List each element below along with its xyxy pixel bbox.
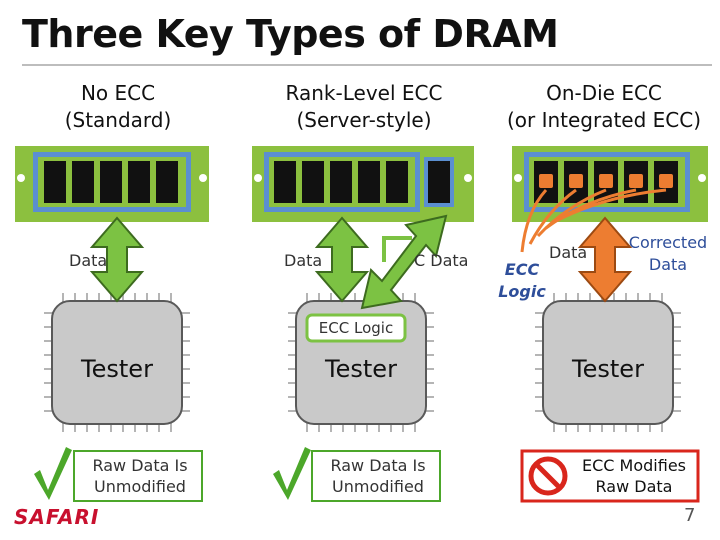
dram-chip xyxy=(302,161,324,203)
label-line: Logic xyxy=(498,282,546,301)
label-line: Corrected xyxy=(628,233,708,252)
data-label: Data xyxy=(69,251,108,270)
column-heading-on-die-ecc: On-Die ECC (or Integrated ECC) xyxy=(507,80,701,134)
tester-label: Tester xyxy=(81,355,153,383)
dram-chip xyxy=(100,161,122,203)
column-heading-no-ecc: No ECC (Standard) xyxy=(65,80,172,134)
dram-chip xyxy=(358,161,380,203)
check-icon xyxy=(273,447,311,500)
ecc-bracket xyxy=(382,236,412,262)
heading-line: (Server-style) xyxy=(296,108,432,132)
data-arrow-rank-level xyxy=(314,216,370,303)
status-text-no-ecc: Raw Data Is Unmodified xyxy=(92,455,187,497)
ecc-logic-label: ECC Logic xyxy=(318,319,394,337)
data-label: Data xyxy=(549,243,588,262)
corrected-data-arrow xyxy=(577,216,633,303)
status-text-on-die: ECC Modifies Raw Data xyxy=(582,455,686,497)
ecc-logic-box xyxy=(305,313,407,343)
status-line: Raw Data Is xyxy=(330,456,426,475)
on-die-ecc-block xyxy=(629,174,643,188)
heading-line: Rank-Level ECC xyxy=(285,81,443,105)
on-die-ecc-block xyxy=(569,174,583,188)
dram-chip xyxy=(386,161,408,203)
dram-chip xyxy=(330,161,352,203)
dram-chip xyxy=(128,161,150,203)
corrected-data-label: Corrected Data xyxy=(629,232,707,276)
column-heading-rank-level-ecc: Rank-Level ECC (Server-style) xyxy=(286,80,443,134)
dram-chip xyxy=(72,161,94,203)
data-label: Data xyxy=(284,251,323,270)
on-die-ecc-block xyxy=(539,174,553,188)
check-icon xyxy=(34,447,72,500)
dimm-module-rank-level-ecc xyxy=(252,146,474,222)
on-die-ecc-block xyxy=(599,174,613,188)
ecc-logic-label-on-die: ECC Logic xyxy=(498,259,546,303)
dimm-module-on-die-ecc xyxy=(512,146,708,222)
ecc-flow-line xyxy=(553,188,667,224)
dram-chip xyxy=(274,161,296,203)
heading-line: No ECC xyxy=(80,81,156,105)
status-line: Unmodified xyxy=(332,477,424,496)
status-line: Raw Data xyxy=(595,477,673,496)
ecc-flow-line xyxy=(545,188,637,230)
safari-logo: SAFARI xyxy=(14,505,100,529)
ecc-data-arrow xyxy=(360,214,448,310)
heading-line: On-Die ECC xyxy=(546,81,662,105)
heading-line: (Standard) xyxy=(64,108,172,132)
status-text-rank-level: Raw Data Is Unmodified xyxy=(330,455,425,497)
dram-chip xyxy=(44,161,66,203)
label-line: ECC xyxy=(504,260,540,279)
ecc-chip xyxy=(428,161,450,203)
ecc-flow-line xyxy=(536,188,607,238)
tester-label: Tester xyxy=(325,355,397,383)
status-box-rank-level xyxy=(311,450,441,502)
dram-chip xyxy=(156,161,178,203)
slide-title: Three Key Types of DRAM xyxy=(22,12,559,56)
status-box-no-ecc xyxy=(73,450,203,502)
status-line: Unmodified xyxy=(94,477,186,496)
tester-chip-3 xyxy=(535,293,681,432)
on-die-ecc-block xyxy=(659,174,673,188)
status-line: ECC Modifies xyxy=(582,456,686,475)
status-line: Raw Data Is xyxy=(92,456,188,475)
ecc-data-label: C Data xyxy=(414,251,469,270)
status-box-on-die xyxy=(520,449,700,503)
tester-label: Tester xyxy=(572,355,644,383)
heading-line: (or Integrated ECC) xyxy=(506,108,702,132)
dimm-module-no-ecc xyxy=(15,146,209,222)
page-number: 7 xyxy=(684,505,696,526)
title-divider xyxy=(22,64,712,66)
ecc-flow-line xyxy=(528,188,577,245)
data-arrow-no-ecc xyxy=(89,216,145,303)
prohibited-icon xyxy=(528,456,568,496)
label-line: Data xyxy=(648,255,688,274)
ecc-flow-line xyxy=(520,188,548,253)
